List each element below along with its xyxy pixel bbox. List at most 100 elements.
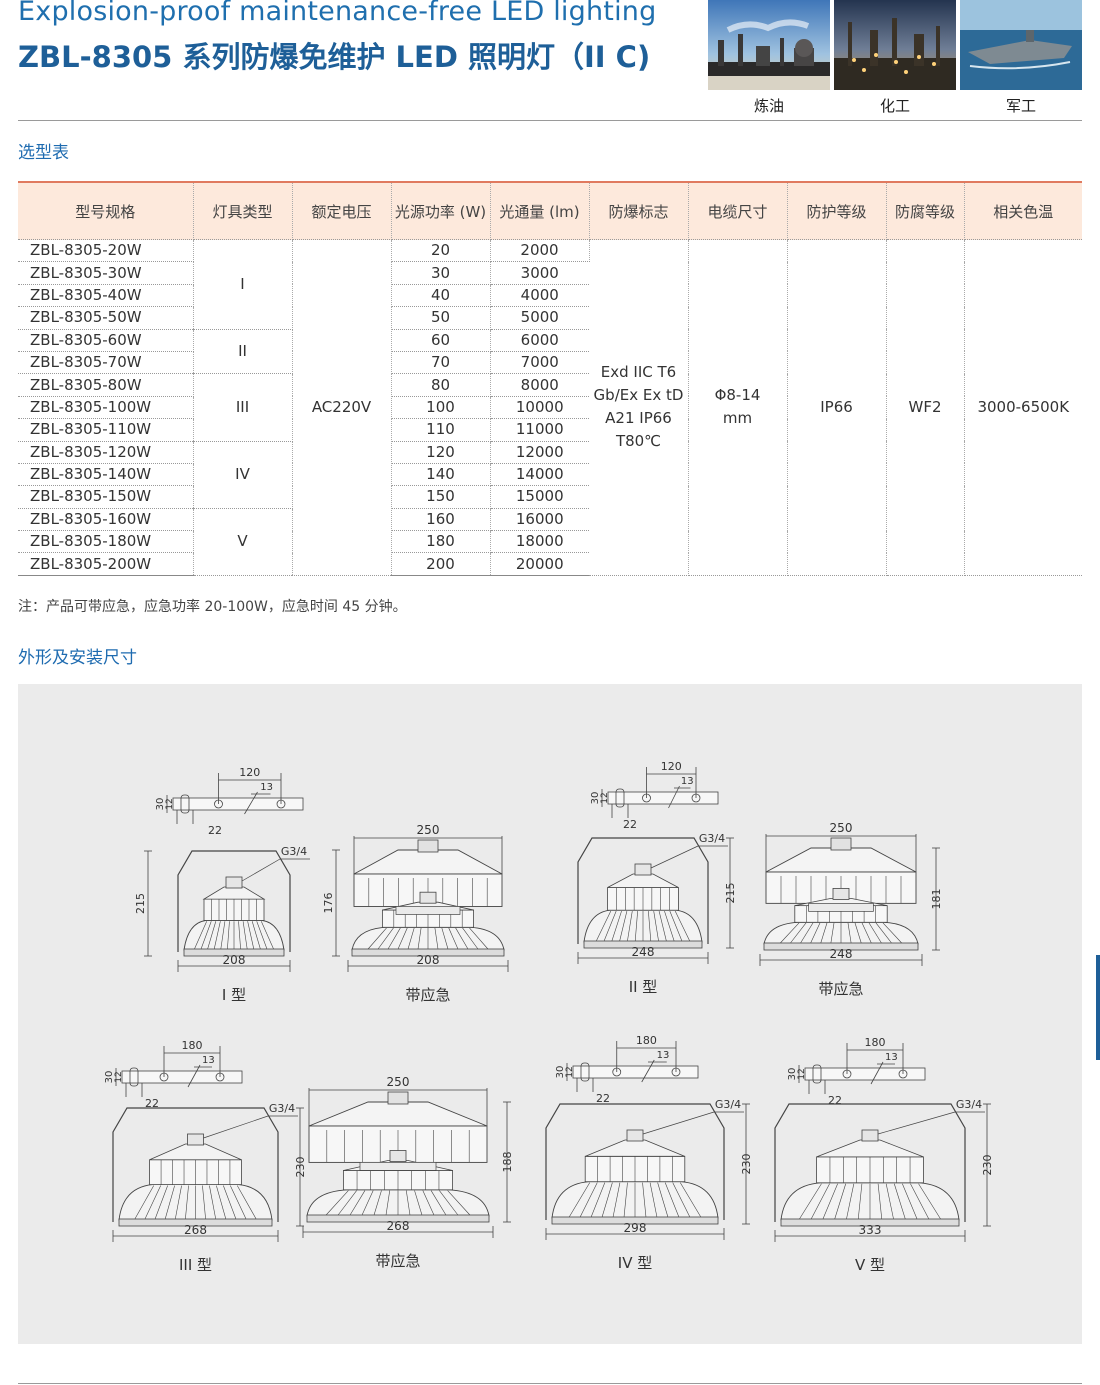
flux-cell: 10000 [490, 396, 589, 420]
emergency-cover [308, 1101, 488, 1127]
lamp-fin [251, 921, 261, 951]
lamp-fin [847, 922, 852, 945]
mounting-slot [615, 788, 625, 808]
model-cell: ZBL-8305-180W [18, 530, 194, 554]
lamp-fin [649, 1182, 658, 1219]
lamp-fin [623, 1182, 628, 1219]
flux-cell: 18000 [490, 530, 589, 554]
dimension-label: 180 [182, 1039, 203, 1052]
photo-label-refinery: 炼油 [753, 97, 784, 115]
dimension-label: 30 [590, 792, 601, 805]
lamp-fin [469, 927, 490, 951]
model-cell: ZBL-8305-110W [18, 418, 194, 442]
lamp-base [763, 942, 919, 951]
lamp-fin [674, 910, 691, 943]
lamp-fin [590, 1182, 606, 1219]
lamp-body [118, 1133, 273, 1227]
lamp-fin [680, 1182, 702, 1219]
dimension-label: 13 [202, 1055, 215, 1066]
model-cell: ZBL-8305-40W [18, 284, 194, 308]
model-cell: ZBL-8305-20W [18, 239, 194, 263]
model-cell: ZBL-8305-80W [18, 373, 194, 397]
table-header-cell: 光通量 (lm) [490, 181, 590, 240]
lamp-fin [611, 910, 622, 943]
dimension-line [244, 791, 258, 815]
width-label: 268 [184, 1223, 207, 1237]
lamp-fin [595, 910, 612, 943]
lamp-fin [642, 1182, 647, 1219]
chemical-plant-photo [834, 0, 956, 90]
dimension-label: 120 [239, 766, 260, 779]
mounting-plate [121, 1070, 243, 1084]
lamp-fin [174, 1185, 182, 1221]
type-cell: II [193, 329, 293, 375]
power-cell: 40 [391, 284, 491, 308]
power-cell: 140 [391, 463, 491, 487]
dimension-label: 30 [787, 1068, 798, 1081]
flux-cell: 6000 [490, 329, 589, 352]
table-header-cell: 防爆标志 [589, 181, 689, 240]
flux-cell: 7000 [490, 351, 589, 375]
lamp-fin [207, 921, 217, 951]
power-cell: 110 [391, 418, 491, 442]
table-header-cell: 防腐等级 [886, 181, 965, 240]
top-width-label: 250 [830, 821, 853, 835]
photo-label-chemical: 化工 [879, 97, 910, 115]
lamp-connector [419, 891, 437, 904]
dimension-label: 12 [797, 1068, 807, 1079]
emergency-connector [830, 837, 852, 851]
ex-mark-line: Gb/Ex Ex tD [593, 386, 684, 405]
model-cell: ZBL-8305-140W [18, 463, 194, 487]
cable-cell: Φ8-14 mm [688, 239, 788, 576]
type-cell: I [193, 239, 293, 330]
dimension-label: 13 [681, 776, 694, 787]
flux-cell: 5000 [490, 306, 589, 330]
lamp-fin [242, 921, 248, 951]
model-cell: ZBL-8305-200W [18, 552, 194, 576]
lamp-fin [407, 927, 415, 951]
lamp-fin [568, 1182, 590, 1219]
type-cell: III [193, 373, 293, 442]
lamp-fin [854, 922, 862, 945]
footer-divider [18, 1383, 1082, 1384]
dimension-label: 12 [565, 1066, 575, 1077]
lamp-fin [810, 1183, 830, 1221]
height-label: 230 [740, 1154, 753, 1175]
power-cell: 200 [391, 552, 491, 576]
height-label: 230 [294, 1157, 307, 1178]
width-label: 208 [417, 953, 440, 967]
top-width-label: 250 [417, 823, 440, 837]
lamp-fin [669, 910, 683, 943]
model-cell: ZBL-8305-60W [18, 329, 194, 352]
thread-label: G3/4 [699, 832, 725, 845]
lamp-fin [260, 921, 275, 951]
table-header-row: 型号规格 灯具类型 额定电压 光源功率 (W) 光通量 (lm) 防爆标志 电缆… [18, 181, 1082, 240]
flux-cell: 12000 [490, 441, 589, 464]
dimension-label: 22 [596, 1092, 610, 1105]
drawing-caption: II 型 [629, 978, 658, 996]
dimension-label: 180 [865, 1036, 886, 1049]
dimension-label: 180 [636, 1034, 657, 1047]
lamp-fin [868, 922, 883, 945]
lamp-base [780, 1218, 960, 1227]
table-header-cell: 防护等级 [787, 181, 887, 240]
lamp-base [306, 1214, 490, 1223]
lamp-fin [857, 1183, 863, 1221]
lamp-fin [349, 1190, 366, 1217]
spec-table: 型号规格 灯具类型 额定电压 光源功率 (W) 光通量 (lm) 防爆标志 电缆… [18, 181, 1082, 576]
power-cell: 160 [391, 508, 491, 532]
dimension-label: 12 [165, 798, 175, 809]
lamp-fin [820, 922, 828, 945]
lamp-fin [822, 1183, 838, 1221]
lamp-fin [447, 1190, 472, 1217]
lamp-dome [607, 873, 679, 888]
drawing-caption: 带应急 [818, 980, 863, 998]
lamp-fin [439, 1190, 459, 1217]
thread-label: G3/4 [715, 1098, 741, 1111]
military-carrier-photo [960, 0, 1082, 90]
height-label: 230 [981, 1155, 994, 1176]
